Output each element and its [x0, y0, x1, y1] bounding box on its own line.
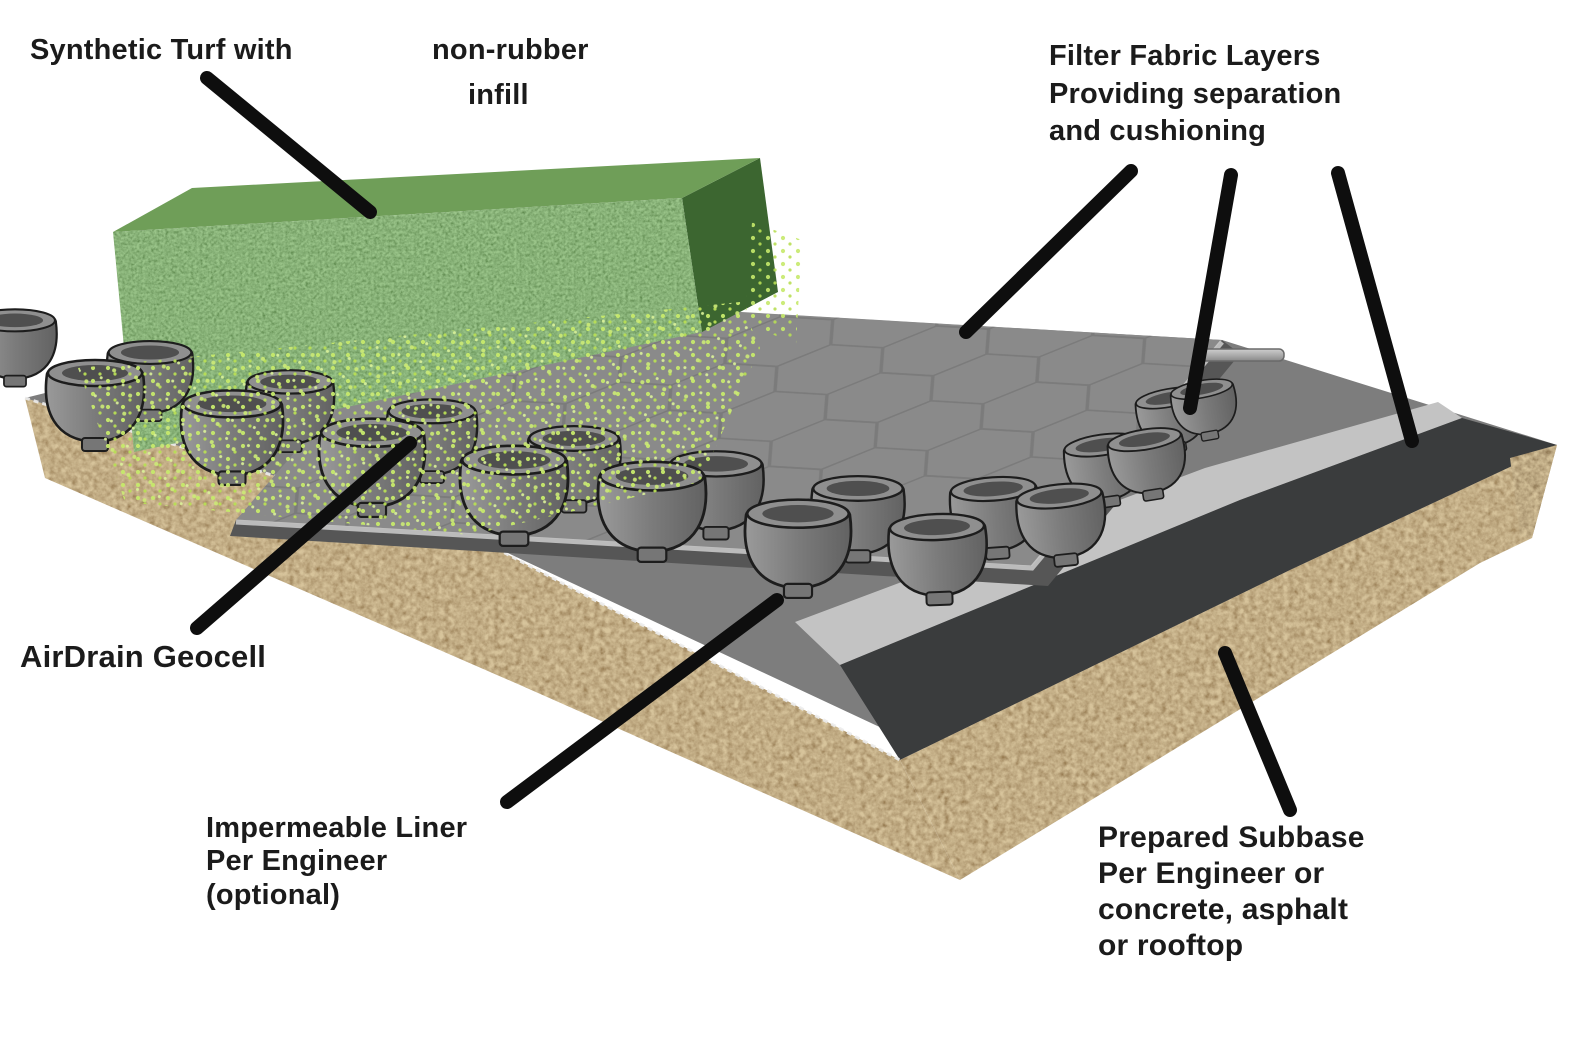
leader-airdrain-geocell: [190, 436, 417, 635]
leader-filter-fabric-2: [1183, 168, 1238, 415]
leader-prepared-subbase: [1218, 646, 1297, 817]
turf-top-face: [113, 158, 760, 232]
impermeable-liner-band: [795, 402, 1462, 665]
drain-pipe: [1199, 348, 1285, 362]
label-airdrain-geocell: AirDrain Geocell: [20, 639, 267, 674]
fabric-edge-highlight: [24, 396, 901, 762]
leader-filter-fabric-1: [959, 164, 1138, 339]
label-impermeable-liner: Impermeable Liner Per Engineer (optional…: [206, 812, 468, 911]
label-filter-fabric-layers: Filter Fabric Layers Providing separatio…: [1049, 40, 1342, 148]
leader-lines: [190, 71, 1419, 817]
dark-fabric-band: [840, 418, 1557, 760]
label-prepared-subbase: Prepared Subbase Per Engineer or concret…: [1098, 821, 1365, 962]
leader-synthetic-turf: [200, 71, 377, 219]
leader-impermeable-liner: [500, 593, 784, 809]
label-non-rubber: non-rubber: [432, 34, 589, 66]
label-synthetic-turf: Synthetic Turf with: [30, 34, 293, 66]
leader-filter-fabric-3: [1331, 166, 1419, 448]
infill-speckles: [78, 222, 802, 535]
label-infill: infill: [468, 79, 529, 111]
